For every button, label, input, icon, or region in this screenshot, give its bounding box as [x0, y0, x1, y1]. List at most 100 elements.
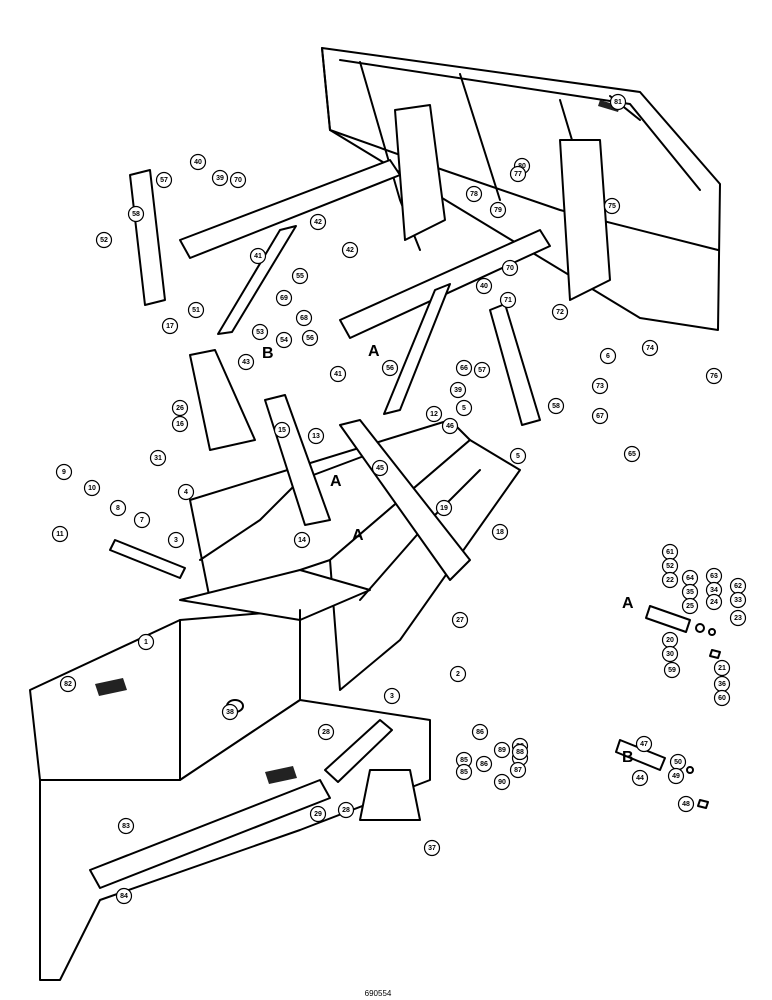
callout-number: 28: [322, 729, 330, 736]
section-letter: A: [368, 343, 380, 360]
callout-number: 3: [390, 693, 394, 700]
part-callout: 19: [435, 499, 453, 517]
callout-number: 66: [460, 365, 468, 372]
part-callout: 22: [661, 571, 679, 589]
callout-circle: [677, 795, 695, 813]
callout-number: 58: [132, 211, 140, 218]
callout-number: 49: [672, 773, 680, 780]
part-callout: 42: [309, 213, 327, 231]
callout-circle: [59, 675, 77, 693]
part-callout: 26: [171, 399, 189, 417]
callout-number: 53: [256, 329, 264, 336]
callout-circle: [341, 241, 359, 259]
callout-circle: [337, 801, 355, 819]
callout-number: 34: [710, 587, 718, 594]
callout-number: 71: [504, 297, 512, 304]
callout-number: 70: [506, 265, 514, 272]
part-callout: 35: [681, 583, 699, 601]
part-callout: 75: [603, 197, 621, 215]
callout-number: 35: [686, 589, 694, 596]
section-letter: B: [262, 345, 274, 362]
part-callout: 76: [705, 367, 723, 385]
callout-number: 12: [430, 411, 438, 418]
callout-number: 2: [456, 671, 460, 678]
callout-number: 1: [144, 639, 148, 646]
callout-number: 23: [734, 615, 742, 622]
callout-number: 5: [462, 405, 466, 412]
callout-circle: [475, 755, 493, 773]
part-callout: 1: [137, 633, 155, 651]
callout-circle: [275, 289, 293, 307]
callout-circle: [307, 427, 325, 445]
callout-circle: [623, 445, 641, 463]
part-callout: 55: [291, 267, 309, 285]
part-callout: 20: [661, 631, 679, 649]
callout-number: 74: [646, 345, 654, 352]
part-callout: 59: [663, 661, 681, 679]
part-callout: 3: [383, 687, 401, 705]
part-callout: 85: [455, 751, 473, 769]
callout-circle: [83, 479, 101, 497]
callout-circle: [425, 405, 443, 423]
part-callout: 65: [623, 445, 641, 463]
callout-circle: [705, 593, 723, 611]
callout-circle: [161, 317, 179, 335]
part-callout: 79: [489, 201, 507, 219]
part-callout: 72: [551, 303, 569, 321]
callout-number: 87: [514, 767, 522, 774]
callout-circle: [449, 665, 467, 683]
callout-number: 85: [460, 769, 468, 776]
callout-circle: [641, 339, 659, 357]
part-callout: 89: [493, 741, 511, 759]
part-callout: 45: [371, 459, 389, 477]
callout-circle: [591, 407, 609, 425]
callout-number: 43: [242, 359, 250, 366]
callout-circle: [713, 689, 731, 707]
loader-bucket: [321, 47, 721, 331]
callout-circle: [167, 531, 185, 549]
part-callout: 61: [661, 543, 679, 561]
part-callout: 70: [501, 259, 519, 277]
part-callout: 28: [337, 801, 355, 819]
part-callout: 13: [307, 427, 325, 445]
callout-number: 48: [682, 801, 690, 808]
callout-number: 55: [296, 273, 304, 280]
part-callout: 56: [381, 359, 399, 377]
callout-number: 13: [312, 433, 320, 440]
part-callout: 74: [641, 339, 659, 357]
callout-circle: [329, 365, 347, 383]
part-callout: 63: [705, 567, 723, 585]
callout-number: 37: [428, 845, 436, 852]
part-callout: 67: [591, 407, 609, 425]
callout-circle: [635, 735, 653, 753]
callout-number: 7: [140, 517, 144, 524]
part-callout: 83: [117, 817, 135, 835]
callout-circle: [729, 591, 747, 609]
callout-circle: [237, 353, 255, 371]
callout-number: 29: [314, 811, 322, 818]
callout-number: 83: [122, 823, 130, 830]
callout-circle: [471, 723, 489, 741]
callout-number: 14: [298, 537, 306, 544]
part-callout: 52: [95, 231, 113, 249]
callout-number: 86: [480, 761, 488, 768]
callout-number: 81: [614, 99, 622, 106]
callout-circle: [155, 171, 173, 189]
part-callout: 39: [211, 169, 229, 187]
part-callout: 84: [115, 887, 133, 905]
callout-number: 57: [160, 177, 168, 184]
callout-circle: [229, 171, 247, 189]
callout-circle: [681, 597, 699, 615]
callout-number: 69: [280, 295, 288, 302]
callout-circle: [171, 399, 189, 417]
part-callout: 24: [705, 593, 723, 611]
callout-circle: [713, 659, 731, 677]
part-callout: 69: [275, 289, 293, 307]
callout-circle: [473, 361, 491, 379]
callout-number: 78: [470, 191, 478, 198]
callout-circle: [451, 611, 469, 629]
part-callout: 78: [465, 185, 483, 203]
callout-circle: [493, 741, 511, 759]
callout-circle: [449, 381, 467, 399]
